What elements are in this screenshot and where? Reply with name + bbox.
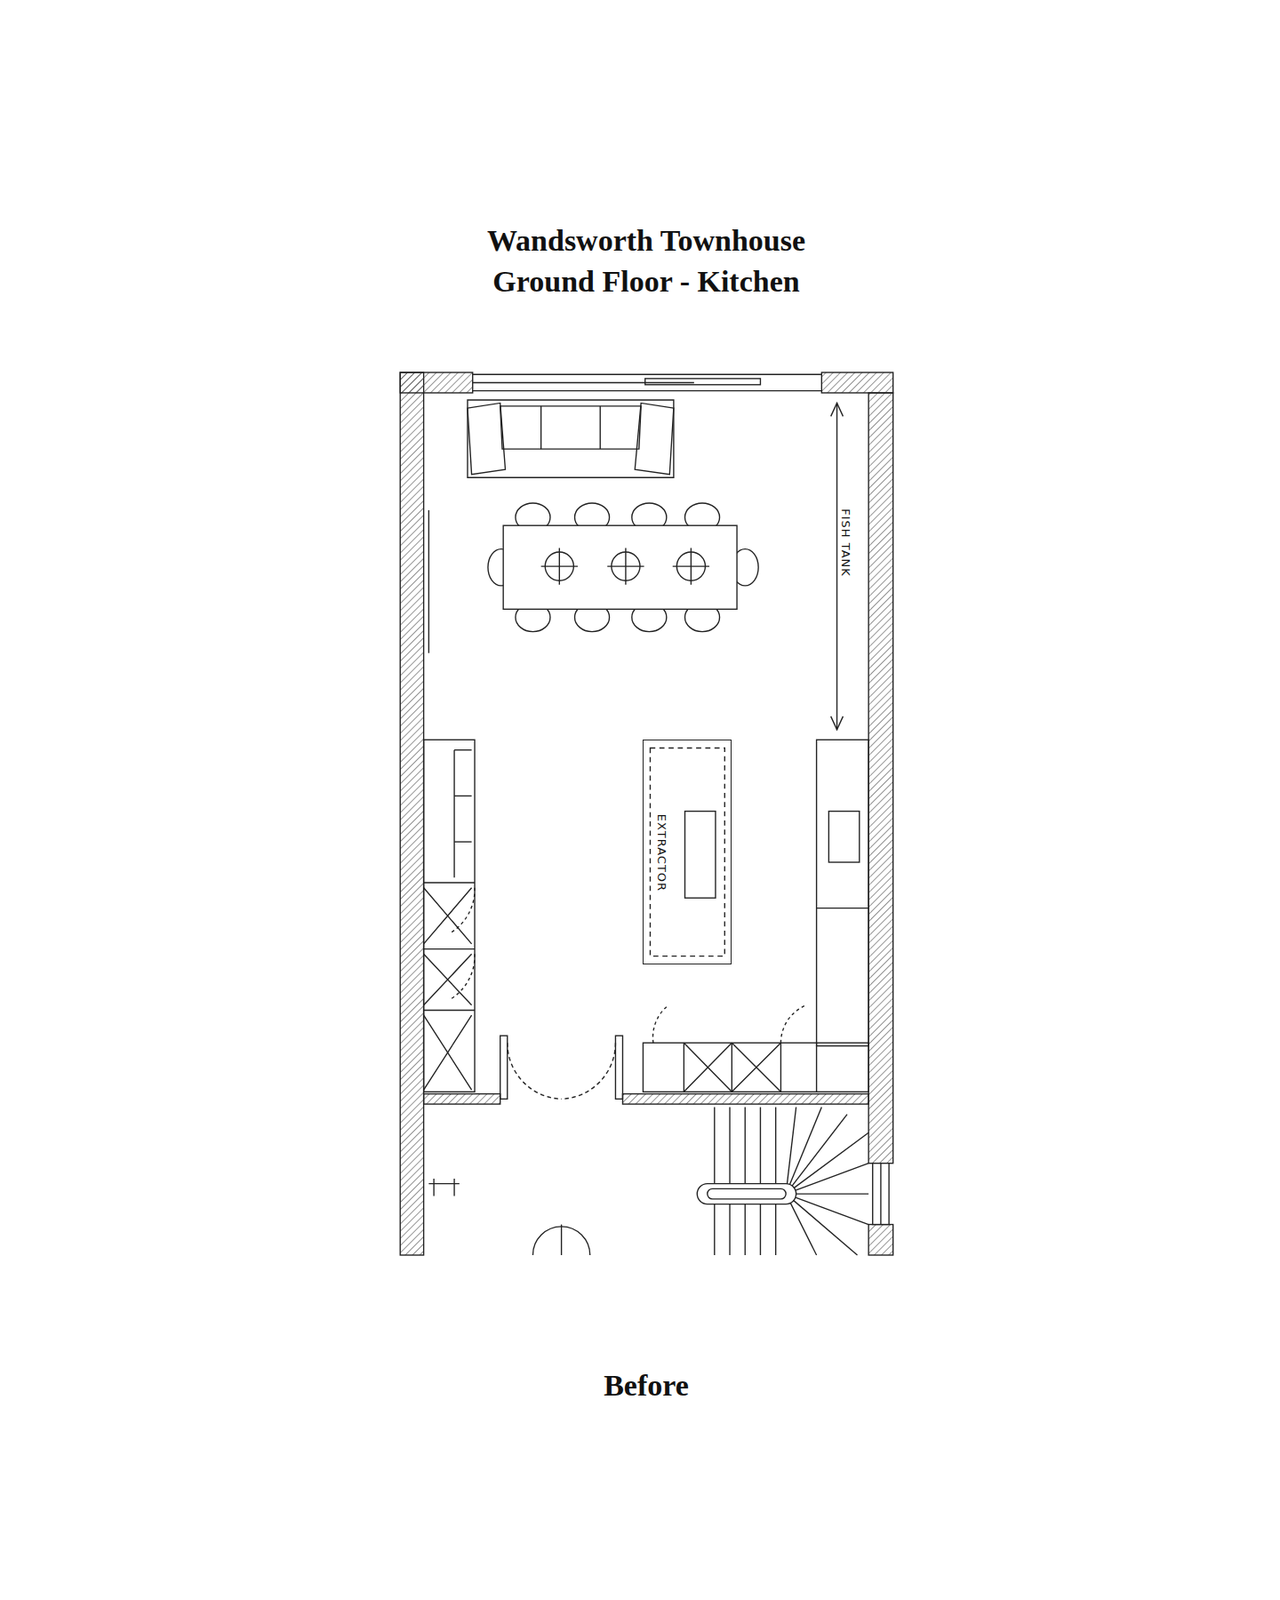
appliance-label: EXTRACTOR <box>656 812 670 894</box>
plan-title: Wandsworth Townhouse Ground Floor - Kitc… <box>450 220 842 303</box>
kitchen-island: EXTRACTOR <box>642 739 732 965</box>
plan-caption: Before <box>603 1365 689 1407</box>
fish-tank-label: FISH TANK <box>838 506 852 579</box>
